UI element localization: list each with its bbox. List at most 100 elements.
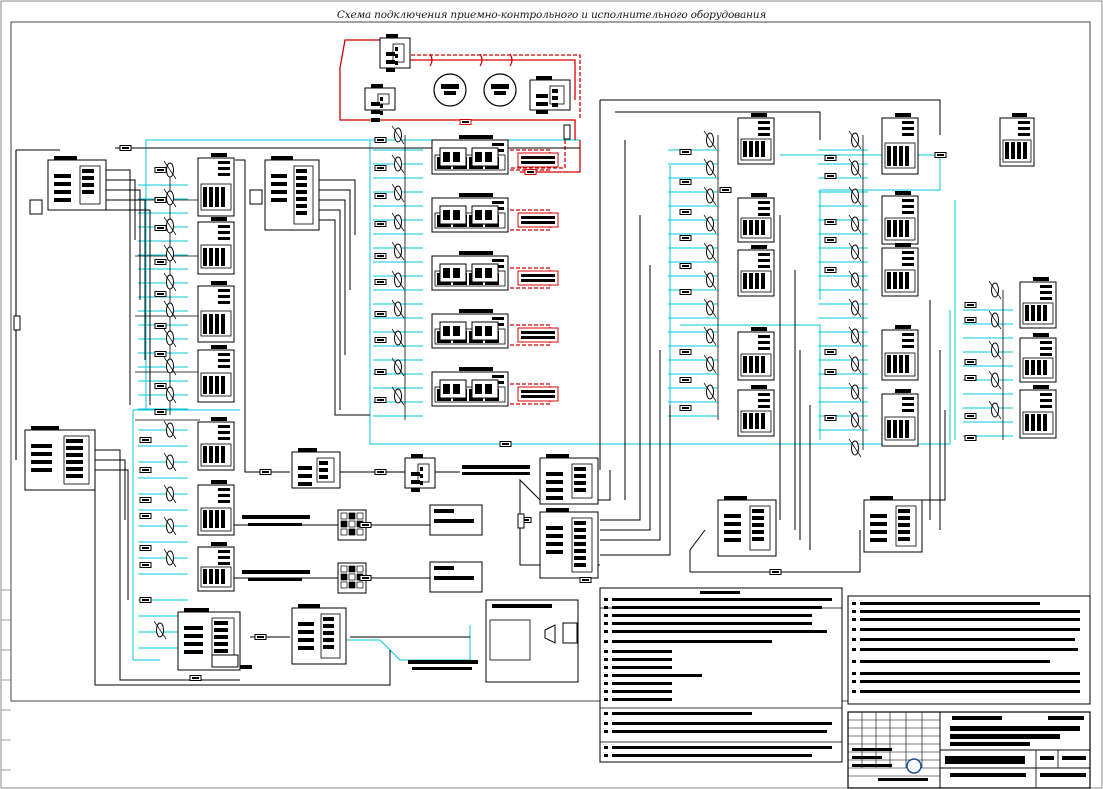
label-bar [1043, 360, 1047, 375]
label-bar [546, 526, 563, 530]
label-bar [752, 523, 764, 527]
label-bar [751, 245, 767, 249]
label-bar [203, 376, 207, 394]
label-bar [1040, 756, 1054, 760]
cable-tag [374, 221, 387, 227]
label-bar [1040, 393, 1052, 396]
label-bar [462, 472, 530, 475]
sensor-mark [391, 212, 405, 232]
label-bar [950, 726, 1080, 731]
label-bar [215, 569, 219, 584]
label-bar [142, 564, 149, 566]
label-bar [905, 220, 909, 237]
label-bar [475, 384, 482, 394]
label-bar [492, 604, 552, 608]
label-bar [221, 446, 225, 463]
label-bar [612, 630, 827, 633]
label-bar [758, 201, 770, 204]
cable-tag [679, 149, 692, 155]
label-bar [952, 716, 1002, 720]
label-bar [485, 384, 492, 394]
label-bar [546, 488, 563, 492]
label-bar [574, 556, 586, 560]
terminal-block [377, 93, 390, 105]
wire [315, 219, 370, 416]
label-bar [1025, 360, 1029, 375]
label-bar [521, 274, 555, 277]
label-bar [893, 355, 897, 373]
door-panel [489, 619, 531, 661]
label-bar [574, 535, 586, 539]
label-bar [411, 488, 420, 492]
label-bar [521, 331, 555, 334]
sensor [848, 158, 862, 178]
label-bar [724, 530, 741, 534]
sensor [391, 270, 405, 290]
label-bar [950, 734, 1060, 739]
interface-module [737, 113, 775, 165]
sensor-mark [153, 620, 167, 640]
label-bar [475, 210, 482, 220]
label-bar [752, 530, 764, 534]
label-bar [870, 496, 893, 500]
label-bar [218, 488, 230, 491]
label-bar [453, 210, 460, 220]
sensor [703, 186, 717, 206]
interface-module [1019, 277, 1057, 329]
label-bar [157, 385, 164, 387]
label-bar [827, 371, 834, 373]
label-bar [323, 617, 334, 621]
label-bar [546, 550, 563, 554]
label-bar [82, 176, 94, 180]
label-bar [772, 571, 779, 573]
camera-box [562, 622, 578, 644]
label-bar [521, 390, 555, 393]
keypad-key [348, 581, 356, 589]
sensor-mark [848, 242, 862, 262]
label-bar [453, 268, 460, 278]
label-bar [1033, 385, 1049, 389]
keypad-key [340, 573, 348, 581]
label-bar [827, 351, 834, 353]
sensor [703, 326, 717, 346]
label-bar [905, 146, 909, 166]
label-bar [893, 420, 897, 438]
label-bar [860, 690, 1080, 693]
label-bar [604, 682, 608, 685]
label-bar [218, 231, 230, 234]
sensor [163, 420, 177, 440]
sensor-mark [703, 130, 717, 150]
interface-module [881, 191, 919, 245]
keypad-key [356, 528, 364, 536]
label-bar [1040, 291, 1052, 294]
label-bar [1040, 341, 1052, 344]
label-bar [298, 646, 314, 650]
sensor-mark [703, 186, 717, 206]
label-bar [536, 110, 548, 114]
sensor-mark [848, 438, 862, 458]
relay-small [249, 189, 263, 205]
label-bar [546, 480, 563, 484]
sensor-mark [988, 280, 1002, 300]
label-bar [758, 253, 770, 256]
sensor [703, 382, 717, 402]
label-bar [878, 778, 928, 781]
label-bar [682, 237, 689, 239]
interface-module [197, 217, 235, 275]
label-bar [902, 397, 914, 400]
sensor-mark [163, 484, 177, 504]
label-bar [552, 103, 558, 107]
label-bar [184, 626, 203, 630]
label-bar [184, 634, 203, 638]
label-bar [546, 472, 563, 476]
label-bar [1018, 133, 1030, 136]
label-bar [967, 319, 974, 321]
label-bar [899, 220, 903, 237]
sensor-mark [391, 154, 405, 174]
label-bar [386, 34, 398, 38]
label-bar [218, 161, 230, 164]
label-bar [371, 102, 380, 106]
label-bar [485, 210, 492, 220]
label-bar [1025, 305, 1029, 321]
interface-module [881, 325, 919, 381]
